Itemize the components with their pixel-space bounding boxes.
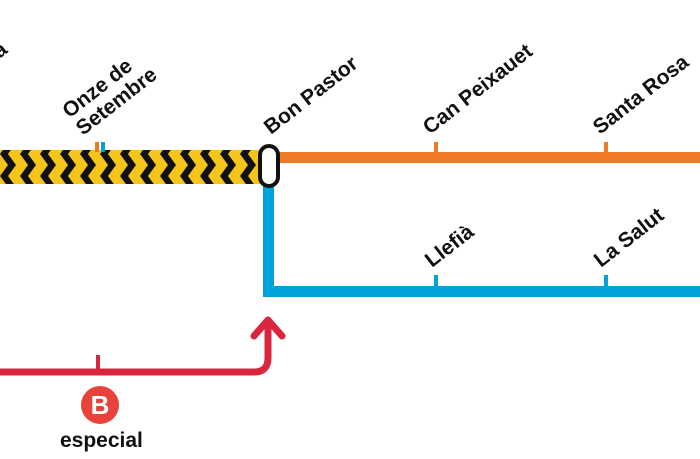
tick-can-peixauet [434,142,438,154]
bus-label: especial [60,429,143,452]
blue-line-vertical [263,160,274,297]
tick-bus-stop [96,355,100,369]
red-route-arrowhead [250,316,286,340]
orange-line [270,152,700,163]
closed-segment [0,150,266,184]
tick-la-salut [604,275,608,287]
bon-pastor-interchange [258,144,280,188]
tick-santa-rosa [604,142,608,154]
tick-llefia [434,275,438,287]
tick-onze-de-setembre-blue [101,142,105,152]
blue-line-horizontal [263,286,700,297]
tick-onze-de-setembre-orange [95,142,99,152]
red-bus-route [0,325,272,376]
bus-b-badge-icon: B [81,386,119,424]
